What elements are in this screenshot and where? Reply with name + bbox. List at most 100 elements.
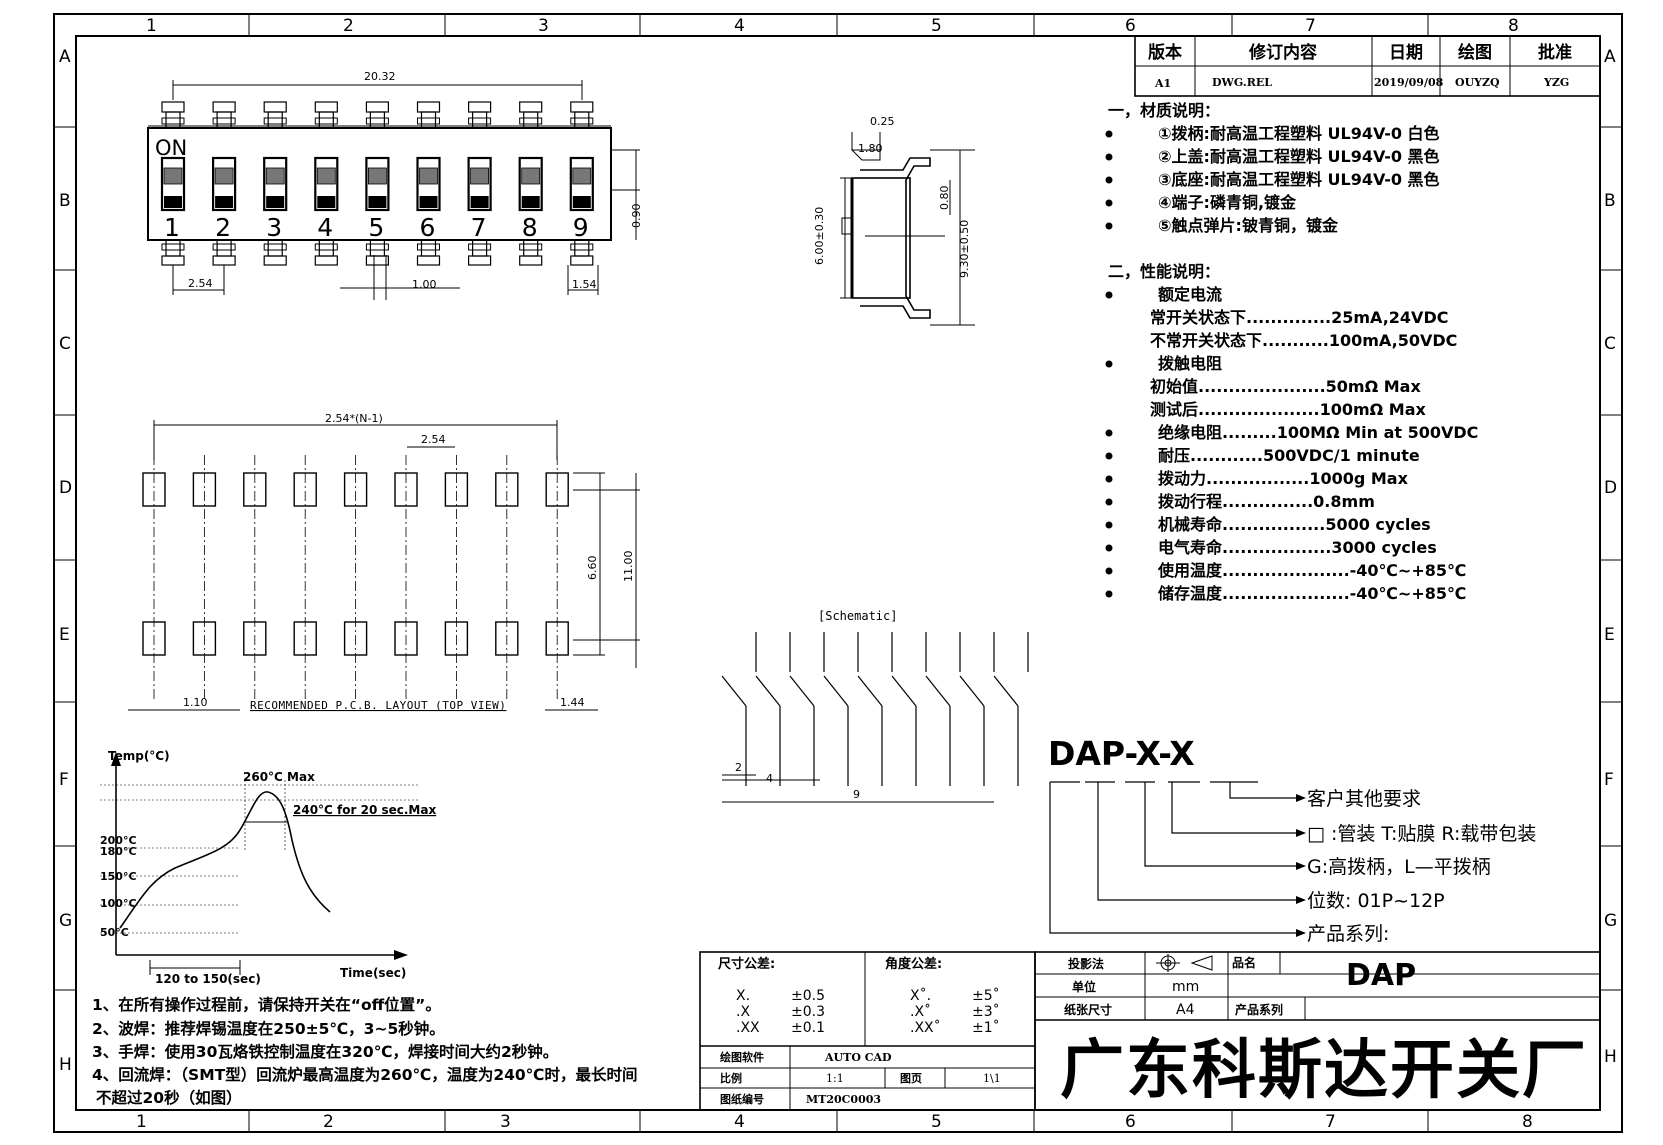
- material-item: ①拨柄:耐高温工程塑料 UL94V-0 白色: [1105, 124, 1440, 143]
- dim-tol-key-2: .X: [736, 1004, 750, 1020]
- material-text: ④端子:磷青铜,镀金: [1158, 193, 1297, 212]
- reflow-duration: 120 to 150(sec): [155, 972, 261, 986]
- switch-position: 8: [518, 101, 543, 266]
- schematic-switch: [721, 632, 757, 786]
- switch-position: 2: [212, 101, 237, 266]
- revision-table: 版本 修订内容 日期 绘图 批准 A1 DWG.REL 2019/09/08 O…: [1134, 35, 1601, 97]
- bullet-icon: [1105, 153, 1113, 161]
- pcb-dim-total: 2.54*(N-1): [325, 412, 383, 425]
- software-label: 绘图软件: [720, 1050, 764, 1064]
- row-label-right-h: H: [1604, 1047, 1617, 1067]
- performance-text: 拨动行程...............0.8mm: [1158, 492, 1375, 511]
- performance-line: 拨触电阻: [1105, 354, 1222, 373]
- switch-number-label: 3: [266, 213, 282, 242]
- col-label-bottom-5: 5: [931, 1112, 942, 1132]
- schematic-dim-b: 4: [766, 772, 773, 785]
- projection-label: 投影法: [1068, 956, 1104, 971]
- performance-text: 不常开关状态下...........100mA,50VDC: [1150, 331, 1457, 350]
- performance-text: 耐压............500VDC/1 minute: [1158, 446, 1420, 465]
- switch-number-label: 5: [368, 213, 384, 242]
- ang-tol-key-2: .X˚: [910, 1003, 931, 1020]
- page-value: 1\1: [983, 1072, 1001, 1085]
- bullet-icon: [1105, 429, 1113, 437]
- reflow-tick-180: 180°C: [100, 845, 137, 858]
- part-label: 品名: [1232, 955, 1256, 970]
- row-label-right-e: E: [1604, 625, 1615, 645]
- row-label-left-f: F: [59, 770, 69, 790]
- schematic-switch: [823, 632, 859, 786]
- switch-number-label: 1: [164, 213, 180, 242]
- performance-heading: 二，性能说明：: [1108, 262, 1220, 281]
- performance-line: 常开关状态下..............25mA,24VDC: [1150, 308, 1448, 327]
- rev-header-version: 版本: [1148, 42, 1182, 63]
- performance-text: 电气寿命..................3000 cycles: [1158, 538, 1437, 557]
- pcb-caption: RECOMMENDED P.C.B. LAYOUT (TOP VIEW): [250, 699, 506, 712]
- performance-line: 拨动行程...............0.8mm: [1105, 492, 1375, 511]
- switch-position: 4: [314, 101, 339, 266]
- col-label-top-2: 2: [343, 16, 354, 36]
- ang-tol-val-2: ±3˚: [972, 1003, 1000, 1020]
- bullet-icon: [1105, 521, 1113, 529]
- switch-number-label: 9: [573, 213, 589, 242]
- schematic-dim-a: 2: [735, 761, 742, 774]
- performance-line: 储存温度.....................-40℃~+85℃: [1105, 584, 1466, 603]
- materials-section: 一，材质说明： ①拨柄:耐高温工程塑料 UL94V-0 白色 ②上盖:耐高温工程塑…: [1105, 101, 1440, 235]
- performance-line: 绝缘电阻.........100MΩ Min at 500VDC: [1105, 423, 1478, 442]
- dim-tol-val-3: ±0.1: [791, 1020, 825, 1036]
- rev-cell-version: A1: [1154, 77, 1171, 90]
- pcb-dim-right: 1.44: [560, 696, 585, 709]
- schematic-switch: [789, 632, 825, 786]
- pcb-pad-pair: [142, 455, 166, 700]
- row-label-right-b: B: [1604, 191, 1616, 211]
- bullet-icon: [1105, 291, 1113, 299]
- pcb-dim-pitch: 2.54: [421, 433, 446, 446]
- unit-label: 单位: [1072, 979, 1096, 994]
- col-label-bottom-7: 7: [1325, 1112, 1336, 1132]
- row-label-left-a: A: [59, 47, 71, 67]
- row-label-left-h: H: [59, 1055, 72, 1075]
- col-label-bottom-1: 1: [136, 1112, 147, 1132]
- row-label-left-e: E: [59, 625, 70, 645]
- pcb-pad-pair: [192, 455, 217, 700]
- switch-position: 3: [263, 101, 288, 266]
- pcb-pad-pair: [394, 455, 418, 700]
- note-5: 不超过20秒（如图）: [96, 1088, 242, 1107]
- rev-cell-approved: YZG: [1543, 76, 1569, 89]
- side-dim-d: 6.00±0.30: [813, 207, 826, 265]
- materials-heading: 一，材质说明：: [1108, 101, 1220, 120]
- schematic-title: [Schematic]: [818, 609, 897, 623]
- reflow-xlabel: Time(sec): [340, 966, 406, 980]
- switch-number-label: 4: [317, 213, 333, 242]
- performance-text: 机械寿命.................5000 cycles: [1158, 515, 1431, 534]
- material-item: ④端子:磷青铜,镀金: [1105, 193, 1297, 212]
- material-item: ③底座:耐高温工程塑料 UL94V-0 黑色: [1105, 170, 1440, 189]
- dim-tol-val-2: ±0.3: [791, 1004, 825, 1020]
- performance-line: 耐压............500VDC/1 minute: [1105, 446, 1420, 465]
- switch-position: 6: [416, 101, 441, 266]
- performance-line: 机械寿命.................5000 cycles: [1105, 515, 1431, 534]
- bullet-icon: [1105, 199, 1113, 207]
- dim-end: 1.54: [572, 278, 597, 291]
- note-4: 4、回流焊：（SMT型）回流炉最高温度为260℃，温度为240℃时，最长时间: [92, 1065, 637, 1084]
- pcb-dim-inner: 6.60: [586, 556, 599, 581]
- switch-position: 9: [569, 101, 594, 266]
- series-label: 产品系列: [1235, 1002, 1283, 1017]
- material-text: ③底座:耐高温工程塑料 UL94V-0 黑色: [1158, 170, 1440, 189]
- bullet-icon: [1105, 544, 1113, 552]
- bullet-icon: [1105, 475, 1113, 483]
- part-code-option-1: 客户其他要求: [1307, 788, 1421, 810]
- pcb-dim-outer: 11.00: [622, 551, 635, 583]
- projection-symbol-icon: [1156, 954, 1213, 972]
- side-dim-a: 0.25: [870, 115, 895, 128]
- col-label-top-1: 1: [146, 16, 157, 36]
- schematic-switch: [891, 632, 927, 786]
- scale-label: 比例: [720, 1071, 742, 1085]
- rev-header-date: 日期: [1389, 43, 1423, 63]
- row-label-left-d: D: [59, 478, 72, 498]
- note-1: 1、在所有操作过程前，请保持开关在“off位置”。: [92, 995, 441, 1014]
- reflow-profile: Temp(°C) Time(sec) 260°C Max 240°C for 2…: [100, 749, 436, 986]
- reflow-tick-150: 150°C: [100, 870, 137, 883]
- tolerance-block: 尺寸公差: 角度公差: X. ±0.5 .X ±0.3 .XX ±0.1 X˚.…: [699, 951, 1036, 1111]
- material-item: ②上盖:耐高温工程塑料 UL94V-0 黑色: [1105, 147, 1440, 166]
- col-label-bottom-6: 6: [1125, 1112, 1136, 1132]
